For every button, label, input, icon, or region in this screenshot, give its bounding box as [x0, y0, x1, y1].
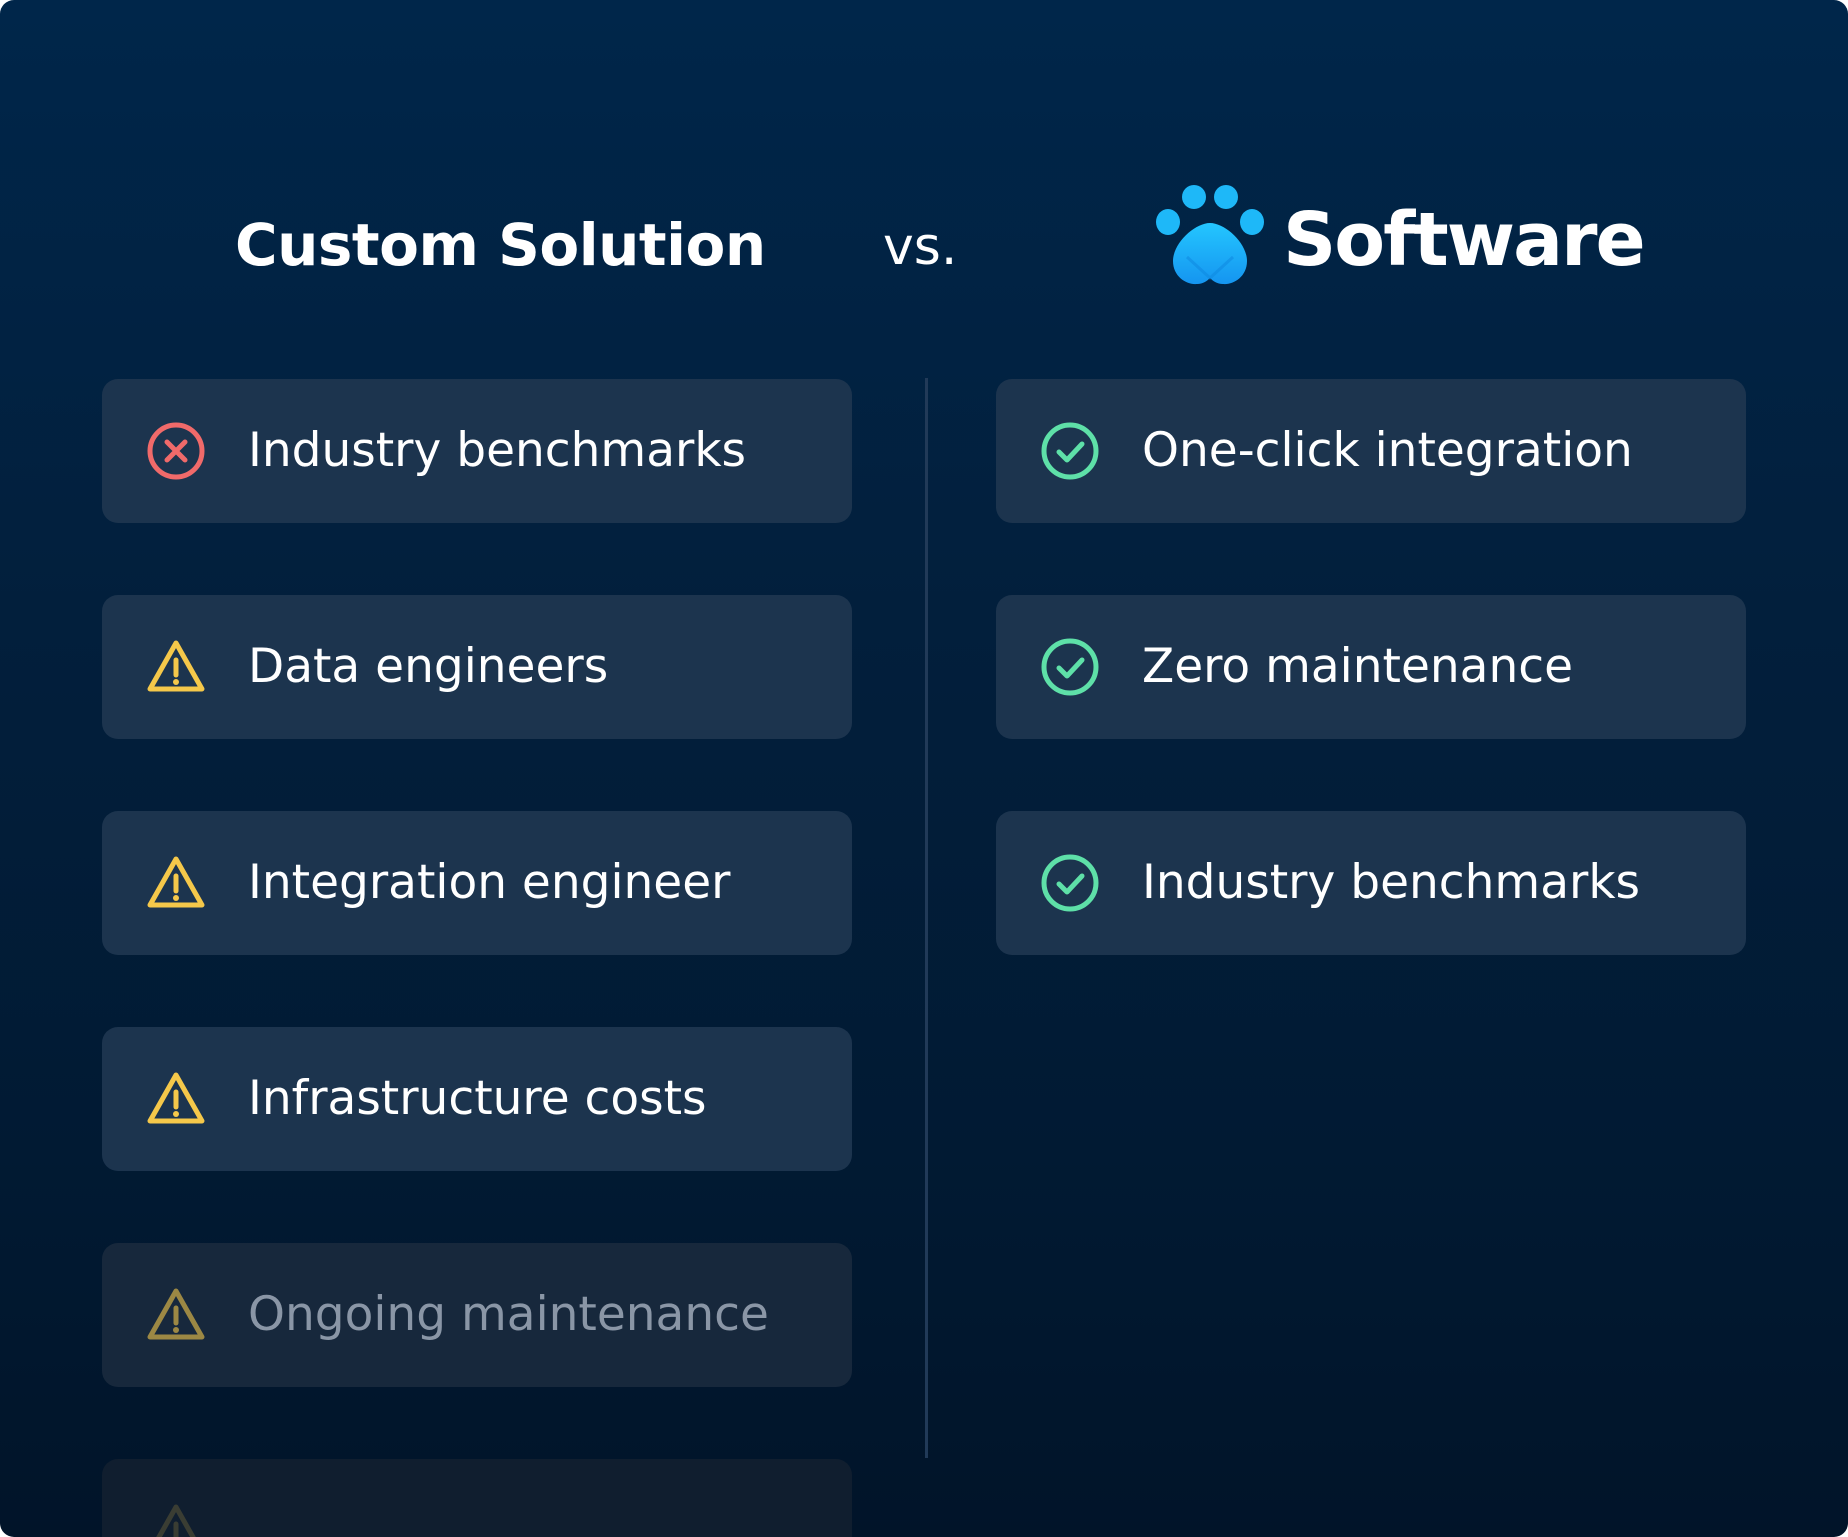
warning-icon	[147, 856, 205, 908]
custom-item-infrastructure-costs: Infrastructure costs	[102, 1027, 852, 1171]
item-label: Ongoing maintenance	[248, 1287, 769, 1342]
warning-icon	[147, 1072, 205, 1124]
paw-logo-icon	[1156, 185, 1264, 285]
item-label: Integration engineer	[248, 855, 731, 910]
custom-solution-title: Custom Solution	[235, 211, 766, 279]
check-circle-icon	[1041, 422, 1099, 480]
custom-item-data-engineers: Data engineers	[102, 595, 852, 739]
custom-item-integration-engineer: Integration engineer	[102, 811, 852, 955]
column-divider	[925, 378, 928, 1458]
software-item-zero-maintenance: Zero maintenance	[996, 595, 1746, 739]
custom-item-industry-benchmarks: Industry benchmarks	[102, 379, 852, 523]
warning-icon	[156, 1504, 196, 1537]
warning-icon	[147, 640, 205, 692]
custom-item-ongoing-maintenance: Ongoing maintenance	[102, 1243, 852, 1387]
item-label: Industry benchmarks	[248, 423, 747, 478]
item-label: Infrastructure costs	[248, 1071, 707, 1126]
check-circle-icon	[1041, 638, 1099, 696]
warning-icon	[147, 1288, 205, 1340]
item-label: One-click integration	[1142, 423, 1633, 478]
item-label: Zero maintenance	[1142, 639, 1574, 694]
custom-item-faded	[102, 1459, 852, 1537]
brand-name: Software	[1283, 197, 1646, 283]
x-circle-icon	[147, 422, 205, 480]
software-brand: Software	[1155, 185, 1646, 295]
check-circle-icon	[1041, 854, 1099, 912]
vs-label: vs.	[883, 217, 958, 277]
software-item-one-click-integration: One-click integration	[996, 379, 1746, 523]
software-item-industry-benchmarks: Industry benchmarks	[996, 811, 1746, 955]
item-label: Industry benchmarks	[1142, 855, 1641, 910]
item-label: Data engineers	[248, 639, 609, 694]
